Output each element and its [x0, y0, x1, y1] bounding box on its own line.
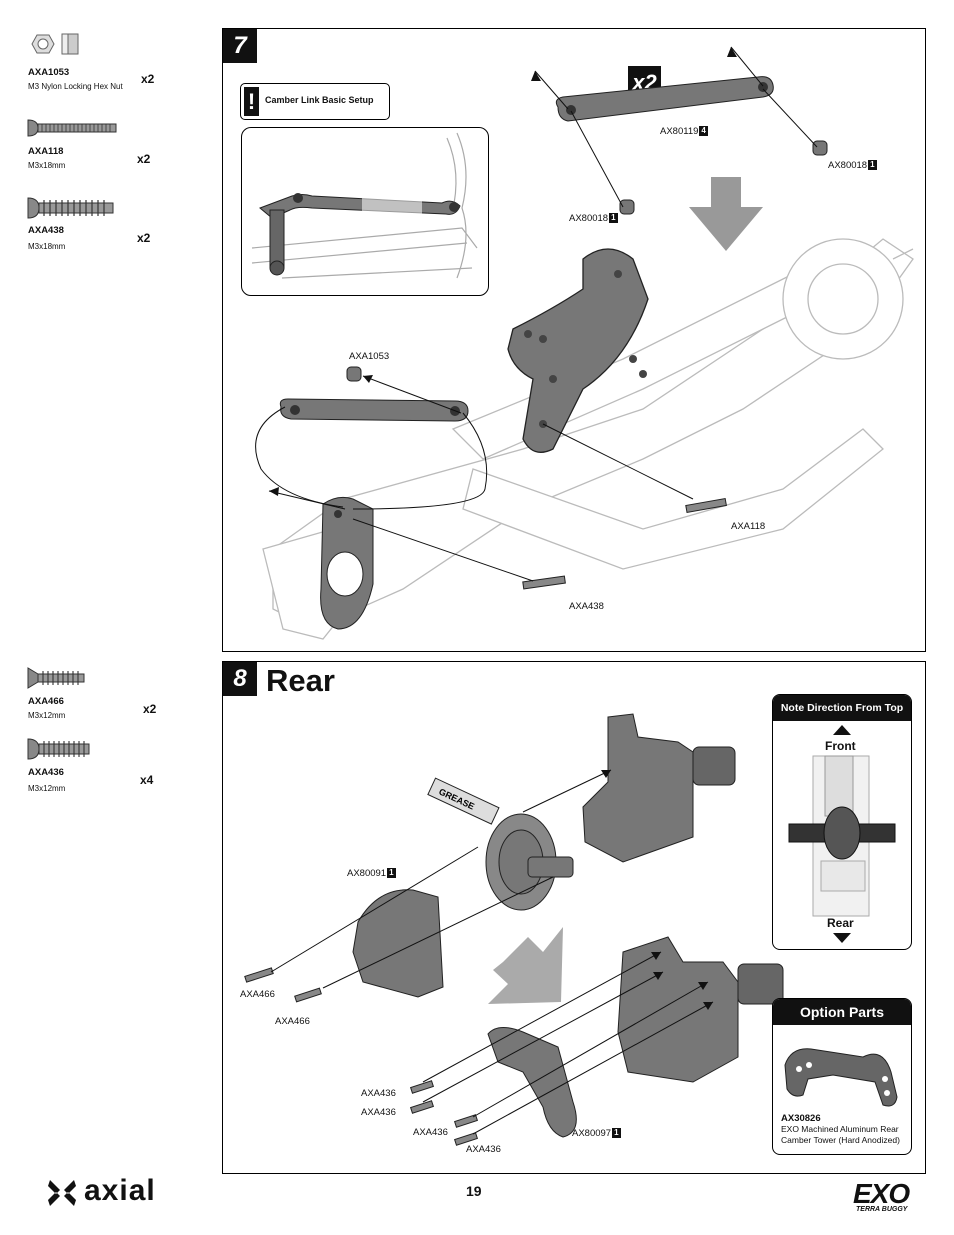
- axial-logo-icon: [48, 1180, 76, 1206]
- step-7-diagram: [255, 46, 914, 640]
- camber-tip-header: ! Camber Link Basic Setup: [240, 83, 390, 120]
- part-code: AXA466: [28, 696, 64, 707]
- option-parts-title: Option Parts: [773, 999, 911, 1025]
- label-axa118: AXA118: [731, 521, 766, 532]
- label-axa1053: AXA1053: [349, 351, 390, 362]
- part-desc: M3x18mm: [28, 161, 66, 170]
- part-desc: M3x12mm: [28, 711, 66, 720]
- part-qty: x2: [141, 72, 155, 86]
- page-number: 19: [466, 1183, 482, 1199]
- direction-note-title: Note Direction From Top: [773, 695, 911, 721]
- step-7-panel: 7 ! Camber Link Basic Setup x2: [222, 28, 926, 652]
- part-code: AXA118: [28, 146, 64, 157]
- button-head-screw-icon: [27, 119, 117, 137]
- option-parts-box: Option Parts AX30826 EXO Machined Alumin…: [772, 998, 912, 1155]
- part-qty: x2: [137, 231, 151, 245]
- part-code: AXA1053: [28, 67, 70, 78]
- step-title: Rear: [266, 663, 335, 698]
- self-tapping-screw-icon: [27, 197, 114, 219]
- part-desc: M3x12mm: [28, 784, 66, 793]
- label-axa436-b: AXA436: [361, 1107, 396, 1118]
- direction-gearbox-icon: [788, 725, 896, 943]
- part-code: AXA436: [28, 767, 64, 778]
- rear-label: Rear: [827, 916, 854, 930]
- warning-icon: !: [244, 87, 259, 116]
- part-qty: x2: [143, 702, 157, 716]
- button-head-screw-icon: [27, 738, 90, 760]
- direction-note-box: Note Direction From Top Front Rear: [772, 694, 912, 950]
- hex-nut-icon: [31, 33, 79, 55]
- front-label: Front: [825, 739, 856, 753]
- part-qty: x4: [140, 773, 154, 787]
- flat-head-screw-icon: [27, 667, 85, 689]
- step-8-panel: 8 Rear GREASE: [222, 661, 926, 1174]
- label-axa466-a: AXA466: [240, 989, 275, 1000]
- camber-tip-illustration: [241, 127, 489, 296]
- label-axa438: AXA438: [569, 601, 604, 612]
- camber-link-detail-icon: [251, 132, 478, 279]
- label-axa436-a: AXA436: [361, 1088, 396, 1099]
- part-desc: M3x18mm: [28, 242, 66, 251]
- step-8-diagram: GREASE: [244, 713, 784, 1146]
- label-axa466-b: AXA466: [275, 1016, 310, 1027]
- aluminum-camber-tower-icon: [784, 1048, 898, 1107]
- tip-title: Camber Link Basic Setup: [265, 95, 374, 105]
- part-code: AXA438: [28, 225, 64, 236]
- label-axa436-c: AXA436: [413, 1127, 448, 1138]
- part-desc: M3 Nylon Locking Hex Nut: [28, 82, 123, 91]
- label-axa436-d: AXA436: [466, 1144, 501, 1155]
- part-qty: x2: [137, 152, 151, 166]
- axial-brand: axial: [84, 1174, 156, 1207]
- option-part-code: AX30826: [781, 1113, 821, 1124]
- exo-logo: EXO: [853, 1178, 910, 1209]
- exo-logo-sub: TERRA BUGGY: [856, 1206, 908, 1213]
- step-number: 8: [223, 662, 257, 696]
- step-number: 7: [223, 29, 257, 63]
- option-part-desc: EXO Machined Aluminum Rear Camber Tower …: [781, 1124, 900, 1145]
